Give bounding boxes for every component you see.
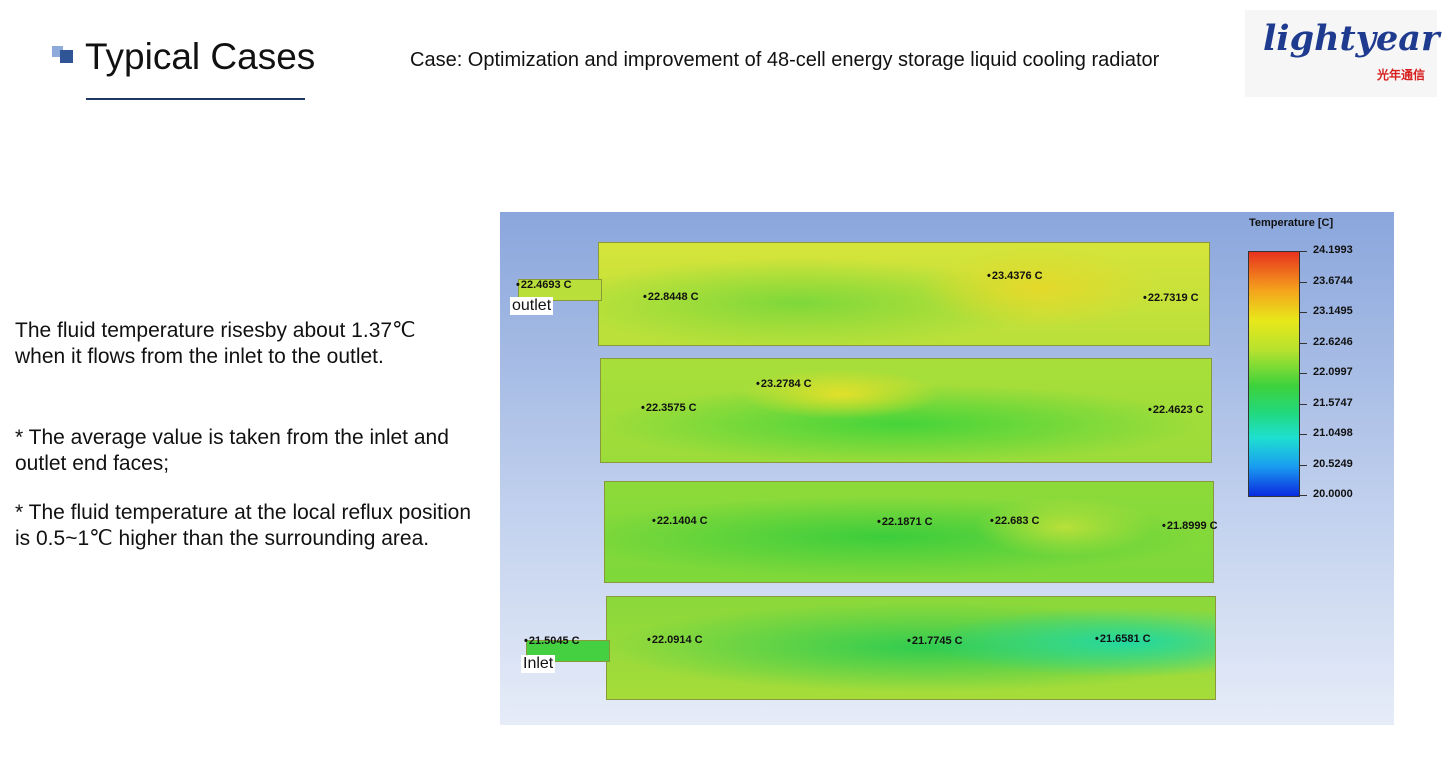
legend-value: 21.0498 [1313, 427, 1353, 439]
legend-value: 23.1495 [1313, 305, 1353, 317]
channel-2 [600, 358, 1212, 463]
probe-label: 21.6581 C [1095, 633, 1151, 645]
legend-tick [1299, 251, 1307, 252]
legend-tick [1299, 464, 1307, 466]
legend-tick [1299, 312, 1307, 313]
page-title: Typical Cases [85, 36, 316, 77]
probe-label: 22.0914 C [647, 634, 703, 646]
probe-label: 22.7319 C [1143, 292, 1199, 304]
title-bullet-icon [52, 44, 76, 66]
legend-value: 23.6744 [1313, 274, 1353, 287]
paragraph-reflux-note: * The fluid temperature at the local ref… [15, 501, 472, 550]
paragraph-average-note: * The average value is taken from the in… [15, 426, 449, 475]
probe-label: 22.1404 C [652, 515, 708, 527]
legend-value: 24.1993 [1313, 244, 1353, 256]
probe-label: 23.2784 C [756, 378, 812, 390]
legend-value: 22.6246 [1313, 335, 1353, 348]
probe-label: 22.8448 C [643, 291, 699, 303]
outlet-label: outlet [510, 297, 554, 315]
legend-value: 20.0000 [1313, 488, 1353, 500]
channel-1 [598, 242, 1210, 346]
legend-value: 21.5747 [1313, 396, 1353, 409]
probe-label: 22.4623 C [1148, 404, 1204, 416]
probe-label: 22.683 C [990, 515, 1040, 527]
channel-4 [606, 596, 1216, 700]
legend-tick [1299, 495, 1307, 496]
probe-label: 22.3575 C [641, 402, 697, 414]
case-description: Case: Optimization and improvement of 48… [410, 49, 1160, 71]
company-logo: lightyear 光年通信 [1245, 10, 1440, 97]
legend-value: 22.0997 [1313, 366, 1353, 378]
probe-label: 22.4693 C [516, 279, 572, 291]
legend-tick [1299, 373, 1307, 374]
logo-chinese-text: 光年通信 [1376, 68, 1425, 82]
legend-tick [1299, 434, 1307, 435]
logo-text: lightyear [1263, 18, 1440, 59]
probe-label: 21.5045 C [524, 635, 580, 647]
probe-label: 22.1871 C [877, 516, 933, 528]
probe-label: 21.8999 C [1162, 520, 1218, 532]
temperature-contour-figure: 22.4693 C 22.8448 C 23.4376 C 22.7319 C … [500, 212, 1394, 725]
legend-tick [1299, 281, 1307, 283]
title-underline [86, 98, 305, 100]
legend-color-bar [1248, 251, 1300, 497]
legend-tick [1299, 342, 1307, 344]
legend-tick [1299, 403, 1307, 405]
paragraph-temperature-rise: The fluid temperature risesby about 1.37… [15, 319, 416, 368]
inlet-label: Inlet [521, 655, 556, 673]
channel-3 [604, 481, 1214, 583]
probe-label: 21.7745 C [907, 635, 963, 647]
legend-value: 20.5249 [1313, 457, 1353, 470]
probe-label: 23.4376 C [987, 270, 1043, 282]
legend-title: Temperature [C] [1249, 217, 1334, 229]
